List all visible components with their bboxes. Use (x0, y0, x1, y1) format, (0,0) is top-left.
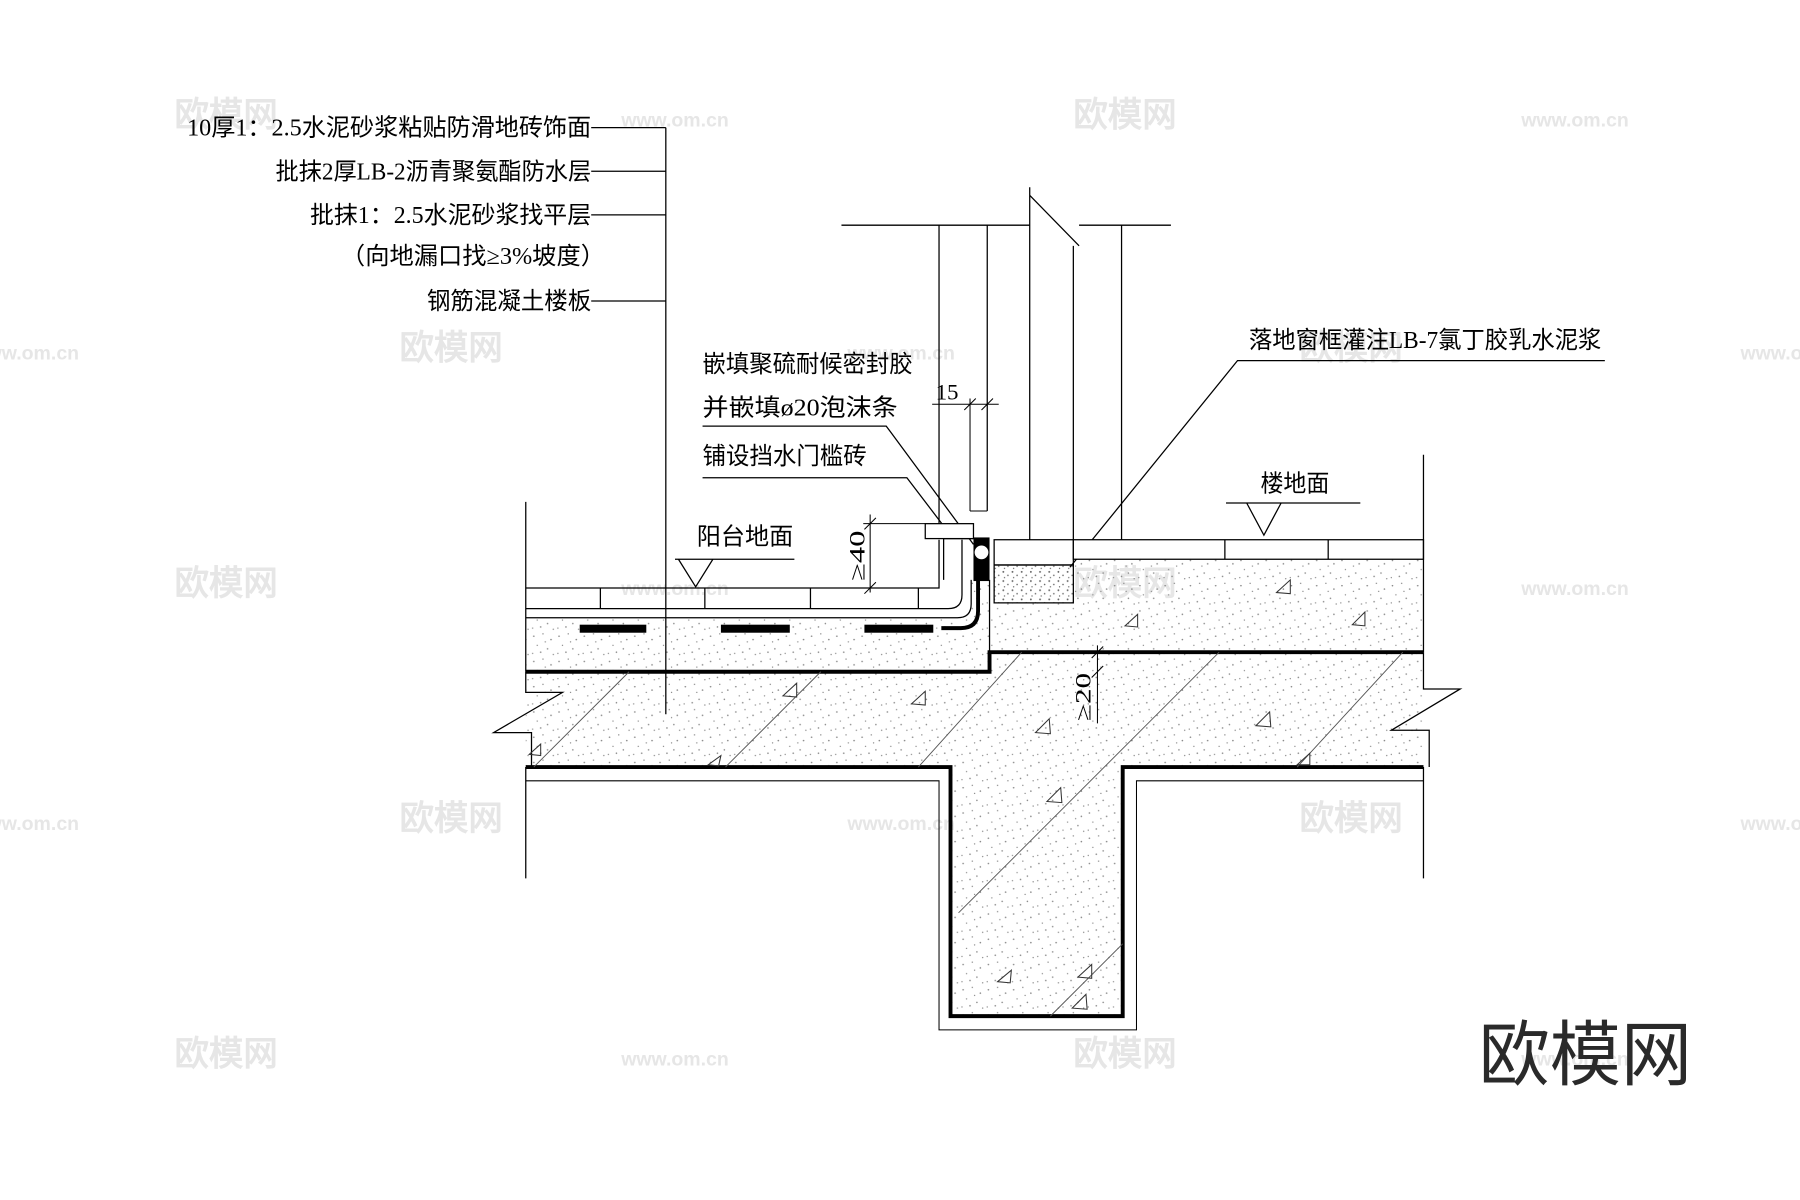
threshold-height-dimension-line (863, 514, 926, 595)
waterproof-coating-mark (864, 624, 934, 633)
aggregate-triangle-icon (1254, 710, 1272, 728)
aggregate-triangle-icon (1295, 752, 1311, 766)
slab-step-dimension: ≥20 (1072, 645, 1104, 724)
layer-4-label: 钢筋混凝土楼板 (427, 288, 591, 315)
watermark-url-text: www.om.cn (620, 1048, 729, 1070)
aggregate-triangle-icon (1071, 993, 1088, 1010)
layer-1-label: 10厚1：2.5水泥砂浆粘贴防滑地砖饰面 (187, 115, 591, 142)
frame-gap-value: 15 (936, 381, 959, 405)
frame-grout-label: 落地窗框灌注LB-7氯丁胶乳水泥浆 (1249, 327, 1601, 354)
threshold-leader (702, 477, 945, 527)
watermark-url-text: www.om.cn (1739, 813, 1800, 835)
slab-break-left (491, 671, 565, 768)
watermark-url-text: www.om.cn (620, 109, 729, 131)
balcony-tile-top (525, 539, 940, 589)
frame-sill (993, 539, 1074, 566)
room-floor-mortar-fill (989, 559, 1424, 653)
balcony-floor-level-label: 阳台地面 (697, 523, 793, 550)
balcony-tile-joints (599, 587, 919, 609)
slab-step-dimension-line (1091, 645, 1104, 724)
waterproof-coating-mark (720, 624, 790, 633)
slab-bottom-edge (525, 765, 1424, 1019)
threshold-label: 铺设挡水门槛砖 (703, 443, 867, 470)
aggregate-triangle-icon (781, 682, 798, 698)
watermark-brand-text: 欧模网 (1073, 96, 1176, 134)
aggregate-triangle-icon (527, 742, 542, 757)
watermark-brand-text: 欧模网 (1300, 800, 1403, 838)
waterproof-coating-mark (579, 624, 647, 633)
ceiling-plaster-line (525, 780, 1424, 1031)
wall-break-symbol (1029, 187, 1080, 540)
aggregate-triangle-icon (706, 754, 722, 767)
layer-callout-leaders (591, 126, 667, 715)
balcony-floor-level-symbol (675, 558, 795, 588)
watermark-brand-text: 欧模网 (1073, 1035, 1176, 1073)
watermark-url-text: www.om.cn (1520, 109, 1629, 131)
wall-below-lines (525, 767, 1425, 879)
watermark-logo: 欧模网 (1479, 1016, 1693, 1095)
watermark-brand-text: 欧模网 (175, 96, 278, 134)
sealant-callout: 嵌填聚硫耐候密封胶 并嵌填ø20泡沫条 (702, 351, 974, 545)
frame-grout-callout: 落地窗框灌注LB-7氯丁胶乳水泥浆 (1069, 327, 1605, 568)
watermark-layer: 欧模网 www.om.cn 欧模网 www.om.cn www.om.cn 欧模网 www.… (0, 96, 1800, 1073)
watermark-url-text: www.om.cn (1739, 343, 1800, 365)
watermark-brand-text: 欧模网 (175, 1035, 278, 1073)
aggregate-triangle-icon (1034, 717, 1051, 735)
frame-grout-leader (1069, 360, 1605, 568)
aggregate-triangle-icon (1123, 613, 1139, 628)
watermark-url-text: www.om.cn (620, 578, 729, 600)
room-floor-boundary (988, 454, 1425, 653)
threshold-base (942, 537, 974, 580)
aggregate-triangle-icon (1076, 963, 1093, 979)
watermark-url-text: www.om.cn (1520, 1048, 1629, 1070)
watermark-url-text: www.om.cn (846, 813, 955, 835)
slab-step-value: ≥20 (1072, 673, 1096, 721)
slab-top-edge (525, 650, 1424, 674)
layer-3-label: 批抹1：2.5水泥砂浆找平层 (310, 202, 591, 229)
slab-break-right (1389, 652, 1463, 768)
concrete-hatch-lines (533, 651, 1404, 1017)
watermark-url-text: www.om.cn (846, 343, 955, 365)
watermark-url-text: www.om.cn (0, 343, 79, 365)
room-floor-level-label: 楼地面 (1260, 471, 1329, 498)
frame-gap-dimension: 15 (932, 381, 999, 512)
threshold-detail (924, 523, 990, 582)
room-floor: 楼地面 (988, 454, 1425, 653)
aggregate-triangle-icon (910, 690, 926, 706)
waterproof-layer-line (525, 579, 972, 619)
threshold-height-value: ≥40 (845, 530, 869, 581)
aggregate-triangles (527, 578, 1366, 1010)
balcony-floor: 阳台地面 (525, 501, 981, 672)
room-floor-tiles (1072, 539, 1425, 560)
room-floor-level-symbol (1226, 502, 1361, 537)
aggregate-triangle-icon (1275, 578, 1291, 595)
sealant-leader (702, 425, 974, 545)
waterproof-upturn (941, 579, 981, 631)
sealant-label-line-1: 嵌填聚硫耐候密封胶 (703, 351, 913, 378)
layer-2-label: 批抹2厚LB-2沥青聚氨酯防水层 (276, 158, 592, 185)
threshold-height-dimension: ≥40 (845, 514, 926, 595)
concrete-slab (491, 578, 1463, 1031)
foam-rod (973, 544, 990, 561)
watermark-url-text: www.om.cn (0, 813, 79, 835)
watermark-brand-text: 欧模网 (175, 565, 278, 603)
watermark-brand-text: 欧模网 (400, 330, 503, 368)
room-floor-tile-joints (1224, 539, 1329, 560)
window-frame (841, 187, 1171, 604)
layer-3-note: （向地漏口找≥3%坡度） (341, 243, 605, 270)
watermark-brand-text: 欧模网 (400, 800, 503, 838)
sealant-label-line-2: 并嵌填ø20泡沫条 (703, 395, 898, 422)
aggregate-triangle-icon (1045, 786, 1063, 804)
aggregate-triangle-icon (996, 969, 1012, 984)
frame-gap-dimension-line (932, 398, 999, 512)
aggregate-triangle-icon (1351, 610, 1366, 627)
concrete-slab-fill (525, 652, 1424, 1017)
threshold-callout: 铺设挡水门槛砖 (702, 443, 945, 527)
frame-grout-fill (993, 564, 1074, 604)
layer-callout: 10厚1：2.5水泥砂浆粘贴防滑地砖饰面 批抹2厚LB-2沥青聚氨酯防水层 批抹… (187, 115, 667, 715)
balcony-tile-bottom (525, 539, 963, 610)
watermark-url-text: www.om.cn (1520, 578, 1629, 600)
threshold-brick (924, 523, 975, 540)
